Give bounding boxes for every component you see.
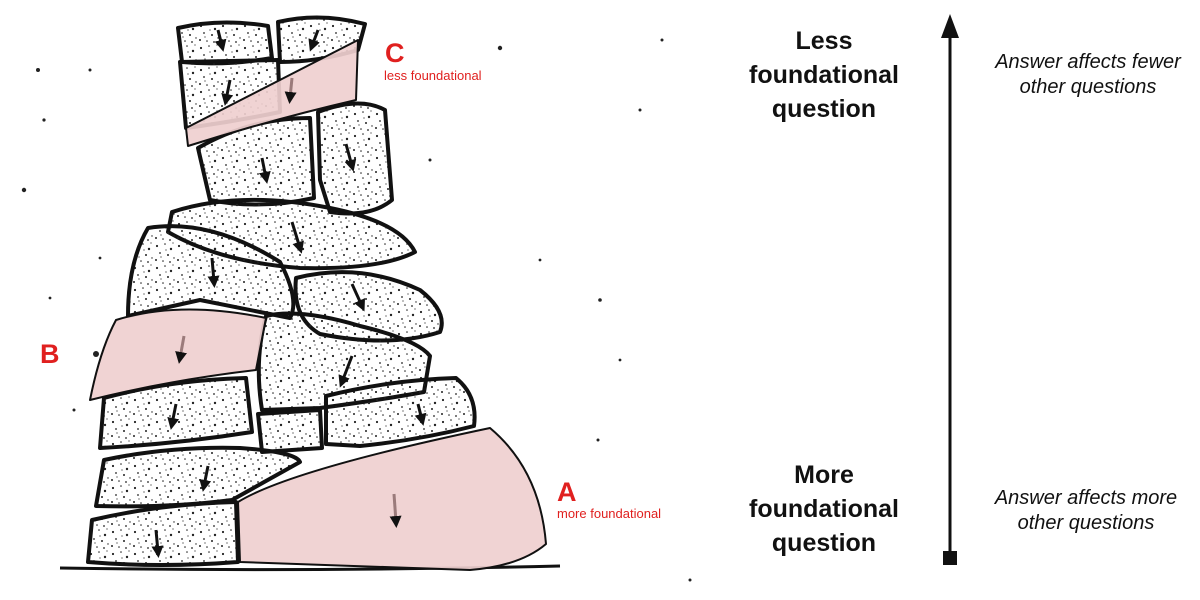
arrow-11 <box>338 355 354 388</box>
label-a-description: more foundational <box>557 506 662 521</box>
bottom-note-line-2: other questions <box>1017 512 1155 534</box>
arrow-9 <box>350 283 365 312</box>
arrow-2 <box>308 29 320 52</box>
top-note-line-2: other questions <box>1019 76 1157 98</box>
arrow-16 <box>389 493 402 528</box>
arrow-15 <box>151 529 164 558</box>
less-foundational-title: Less foundational question <box>714 24 934 126</box>
stone-top-left <box>176 20 274 66</box>
arrow-10 <box>175 335 187 364</box>
stone-lower-mid <box>256 408 324 454</box>
axis-end-square-icon <box>943 551 957 565</box>
more-title-line-3: question <box>771 529 877 557</box>
arrow-8 <box>207 257 220 288</box>
arrow-5 <box>258 157 271 184</box>
label-c-description: less foundational <box>384 68 482 83</box>
label-b-letter: B <box>40 339 60 369</box>
bottom-note-line-1: Answer affects more <box>994 487 1178 509</box>
fewer-questions-note: Answer affects fewer other questions <box>968 50 1200 100</box>
stone-lower-left <box>98 376 254 450</box>
foundational-scale-axis <box>941 14 959 565</box>
stone-stack-illustration <box>21 15 692 582</box>
more-title-line-1: More <box>794 461 854 489</box>
arrow-1 <box>214 29 227 52</box>
stone-bottom-left-lower <box>86 500 240 567</box>
arrow-14 <box>199 465 212 492</box>
arrow-4 <box>284 77 297 104</box>
less-title-line-3: question <box>771 95 877 123</box>
arrow-6 <box>344 143 357 172</box>
arrow-12 <box>167 403 180 430</box>
stone-direction-arrows <box>151 29 427 558</box>
label-c-letter: C <box>385 38 405 68</box>
less-title-line-1: Less <box>795 27 853 55</box>
stone-c-highlight <box>185 39 359 147</box>
label-a-letter: A <box>557 477 577 507</box>
axis-arrowhead-up-icon <box>941 14 959 38</box>
stone-row5-left <box>126 224 296 320</box>
arrow-13 <box>414 403 427 426</box>
arrow-3 <box>221 79 234 106</box>
stone-bottom-left-upper <box>94 445 302 509</box>
stone-lower-right <box>324 376 477 448</box>
arrow-7 <box>290 221 304 254</box>
more-questions-note: Answer affects more other questions <box>966 486 1200 536</box>
less-title-line-2: foundational <box>749 61 899 89</box>
more-title-line-2: foundational <box>749 495 899 523</box>
more-foundational-title: More foundational question <box>714 458 934 560</box>
background-specks <box>21 38 692 582</box>
stone-row3-right <box>316 101 394 216</box>
stone-a-highlight <box>237 427 547 571</box>
top-note-line-1: Answer affects fewer <box>995 51 1181 73</box>
